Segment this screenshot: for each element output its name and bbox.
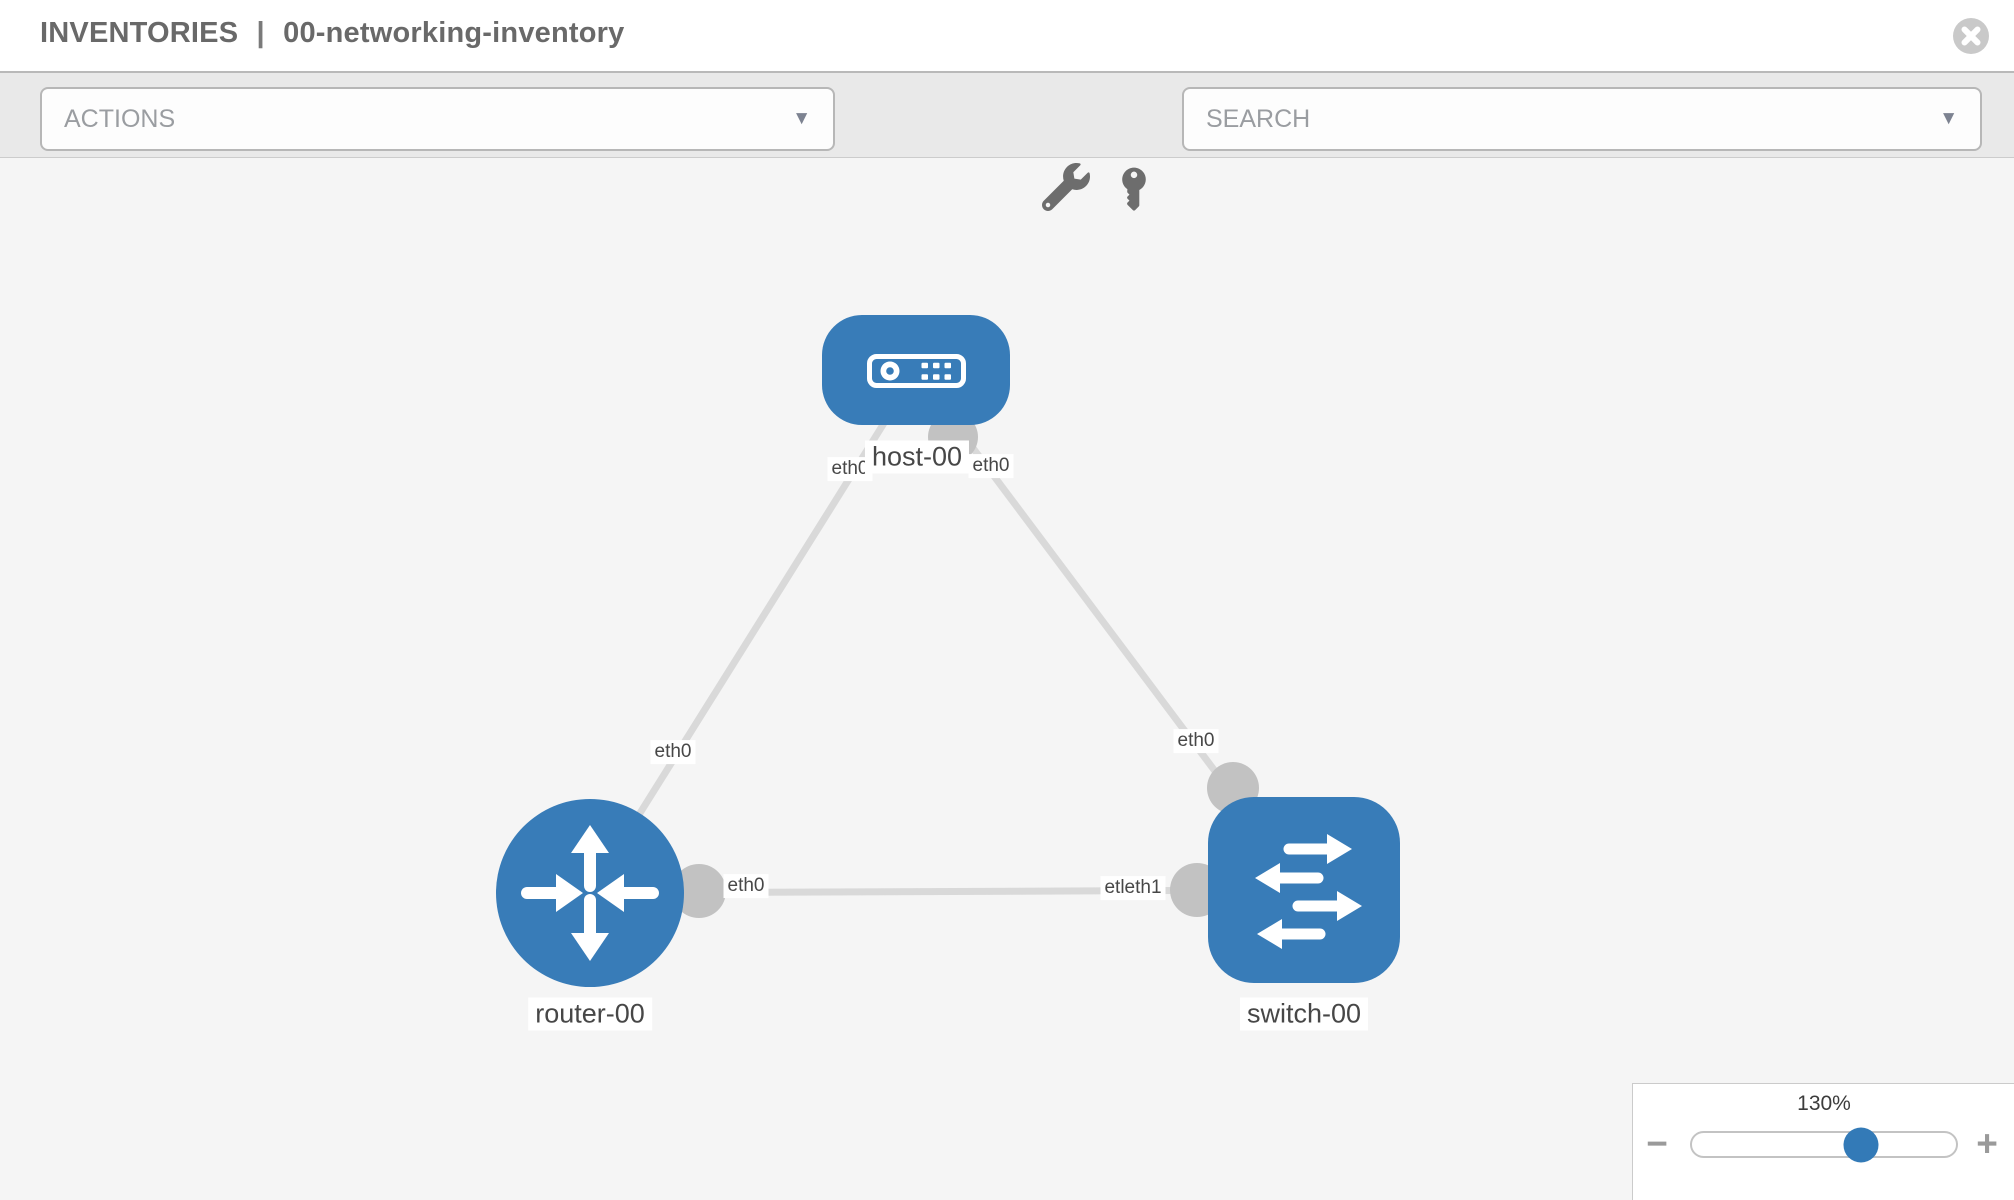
wrench-icon — [1041, 163, 1090, 212]
minus-icon: − — [1646, 1123, 1668, 1164]
caret-down-icon: ▼ — [792, 108, 811, 129]
interface-connectors — [672, 412, 1259, 918]
interface-label: eth0 — [650, 740, 696, 764]
node-label-switch: switch-00 — [1239, 997, 1369, 1031]
configure-tools-button[interactable] — [1041, 163, 1090, 212]
plus-icon: + — [1976, 1123, 1998, 1164]
zoom-panel: 130% − + — [1632, 1083, 2014, 1200]
node-label-host: host-00 — [864, 440, 970, 474]
interface-label: eth0 — [723, 874, 769, 898]
actions-dropdown-label: ACTIONS — [64, 104, 176, 133]
page-title-separator: | — [256, 16, 265, 49]
zoom-slider-thumb[interactable] — [1843, 1127, 1879, 1162]
router-node[interactable] — [496, 799, 684, 987]
page-title-inventory-name: 00-networking-inventory — [283, 16, 625, 49]
topology-canvas[interactable]: eth0 eth0 eth0 eth0 eth0 etleth1 host-00… — [0, 158, 2014, 1200]
zoom-in-button[interactable]: + — [1964, 1121, 2010, 1167]
search-dropdown-label: SEARCH — [1206, 104, 1311, 133]
header: INVENTORIES | 00-networking-inventory — [0, 0, 2014, 71]
close-icon — [1961, 26, 1981, 46]
router-arrows-icon — [521, 825, 659, 961]
zoom-level: 130% — [1797, 1092, 1851, 1115]
page-title: INVENTORIES | 00-networking-inventory — [40, 16, 625, 49]
search-dropdown[interactable]: SEARCH ▼ — [1182, 87, 1982, 151]
interface-label: etleth1 — [1100, 876, 1166, 900]
toolbar: ACTIONS ▼ SEARCH ▼ — [0, 71, 2014, 212]
interface-connector — [672, 864, 726, 918]
interface-label: eth0 — [968, 454, 1014, 478]
node-label-router: router-00 — [528, 997, 652, 1031]
zoom-slider[interactable] — [1690, 1127, 1958, 1162]
close-button[interactable] — [1953, 18, 1989, 54]
switch-node[interactable] — [1208, 797, 1400, 983]
actions-dropdown[interactable]: ACTIONS ▼ — [40, 87, 835, 151]
interface-label: eth0 — [1173, 729, 1219, 753]
host-node[interactable] — [822, 315, 1010, 425]
credentials-button[interactable] — [1110, 163, 1158, 211]
key-icon — [1122, 167, 1146, 211]
server-icon — [867, 354, 966, 388]
zoom-out-button[interactable]: − — [1634, 1121, 1680, 1167]
caret-down-icon: ▼ — [1939, 108, 1958, 129]
switch-arrows-icon — [1255, 834, 1362, 949]
page-title-section: INVENTORIES — [40, 16, 239, 49]
interface-label: eth0 — [827, 457, 873, 481]
